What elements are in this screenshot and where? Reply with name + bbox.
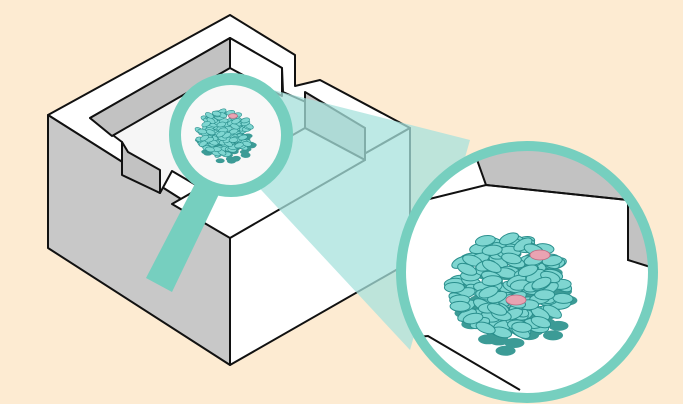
bacterium-shadow bbox=[216, 158, 225, 163]
highlighted-bacterium bbox=[506, 295, 526, 305]
bacterium-shadow bbox=[504, 338, 524, 348]
bacterium-shadow bbox=[241, 152, 250, 157]
bacterium-shadow bbox=[232, 156, 241, 161]
bacterium-cell bbox=[535, 290, 555, 300]
bacterium-cell bbox=[444, 282, 464, 292]
bacterium-shadow bbox=[548, 321, 568, 331]
bacterium-cell bbox=[229, 137, 238, 142]
zoom-view bbox=[400, 140, 660, 400]
bacterium-cell bbox=[450, 301, 470, 311]
highlighted-bacterium bbox=[530, 250, 550, 260]
highlighted-bacterium bbox=[229, 114, 238, 119]
